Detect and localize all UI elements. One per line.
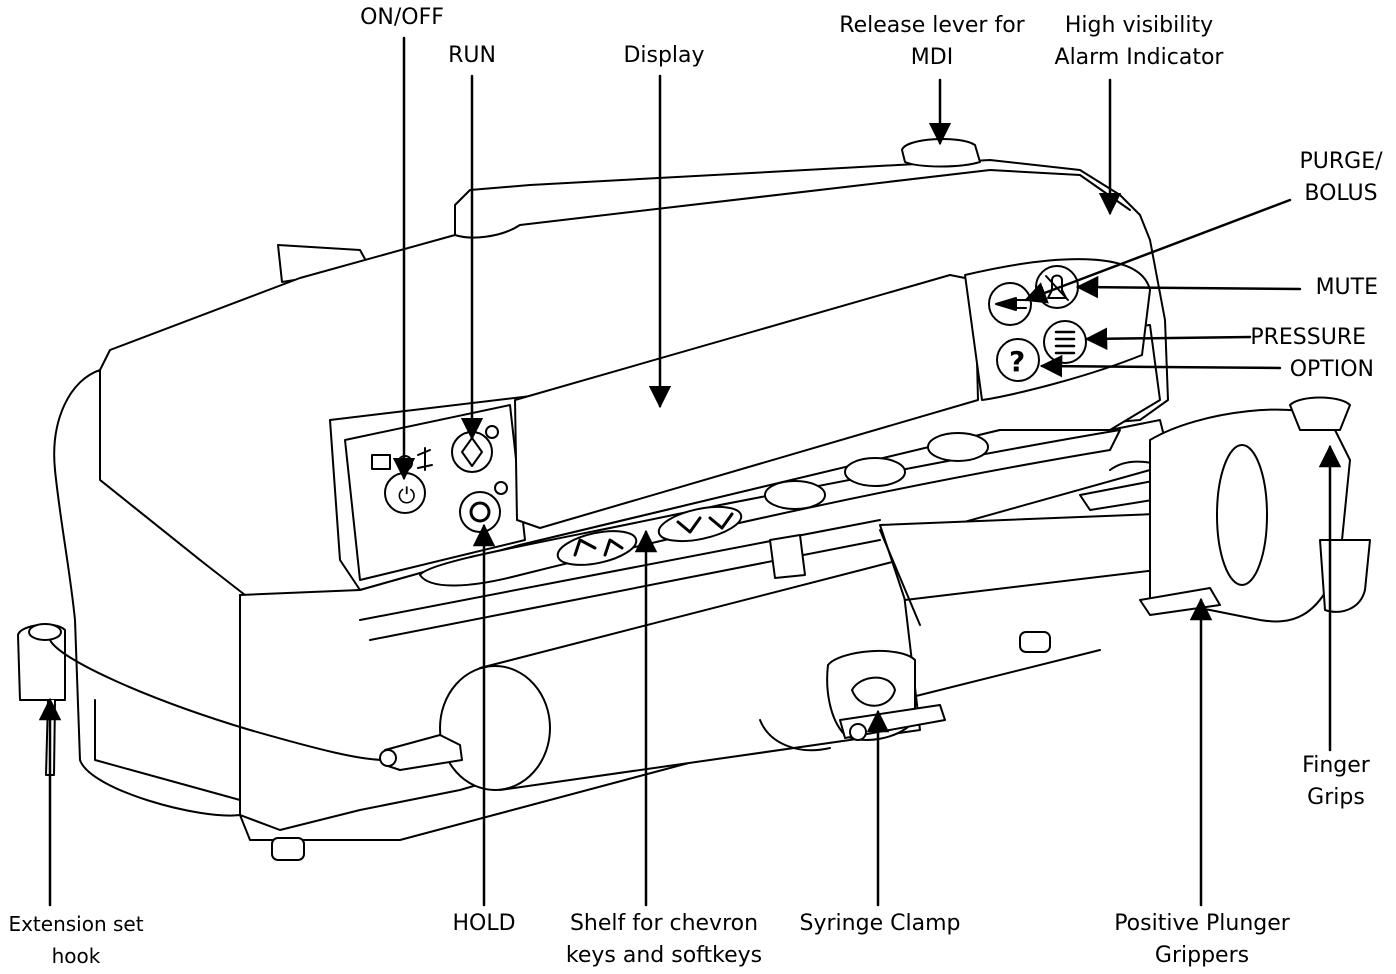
foot-left (271, 837, 305, 861)
foot-right (1019, 631, 1051, 653)
extension-set (17, 623, 463, 776)
label-plunger-grippers: Positive Plunger Grippers (1114, 911, 1290, 968)
double-chevron-up-icon (573, 538, 624, 557)
softkey-2[interactable] (844, 457, 906, 487)
option-button[interactable] (996, 338, 1040, 382)
arrow-mute (1075, 275, 1302, 299)
pressure-button[interactable] (1043, 320, 1087, 364)
label-pressure: PRESSURE (1250, 325, 1366, 350)
label-release-lever: Release lever for MDI (839, 13, 1025, 70)
label-run: RUN (448, 43, 496, 68)
double-chevron-down-icon (676, 512, 734, 534)
finger-grip-lower (1319, 539, 1371, 613)
label-shelf: Shelf for chevron keys and softkeys (565, 911, 763, 968)
label-finger-grips: Finger Grips (1302, 753, 1370, 810)
svg-text:⏻: ⏻ (398, 484, 415, 509)
bars-icon (1054, 330, 1076, 355)
label-extension-hook: Extension set hook (8, 912, 144, 968)
display-screen (514, 274, 979, 529)
play-diamond-icon (461, 437, 483, 467)
left-end-cap (53, 369, 246, 817)
leader-lines (38, 36, 1342, 907)
question-icon: ? (1009, 345, 1025, 378)
finger-grip (1289, 396, 1351, 431)
label-purge-bolus: PURGE/ BOLUS (1299, 149, 1383, 206)
label-on-off: ON/OFF (360, 5, 444, 30)
softkey-3[interactable] (927, 432, 989, 462)
label-hold: HOLD (452, 911, 516, 936)
run-led (485, 425, 499, 439)
extension-tubing (49, 639, 386, 761)
label-option: OPTION (1289, 357, 1374, 382)
chevron-down-key[interactable] (656, 501, 744, 548)
barrel-end (439, 665, 551, 791)
release-lever (901, 137, 981, 168)
syringe-assembly (439, 396, 1371, 791)
battery-indicator-icon (371, 454, 391, 470)
plunger-gripper (1139, 587, 1221, 616)
hold-led (494, 481, 508, 495)
label-display: Display (623, 43, 705, 68)
label-mute: MUTE (1315, 275, 1378, 300)
softkey-1[interactable] (764, 480, 826, 510)
arrow-option (1039, 354, 1282, 378)
keys-shelf (419, 429, 1121, 587)
label-syringe-clamp: Syringe Clamp (799, 911, 961, 936)
arrow-purge-bolus (1023, 198, 1292, 304)
arrow-pressure (1084, 327, 1252, 351)
stop-icon (469, 501, 491, 523)
label-alarm-indicator: High visibility Alarm Indicator (1054, 13, 1224, 70)
